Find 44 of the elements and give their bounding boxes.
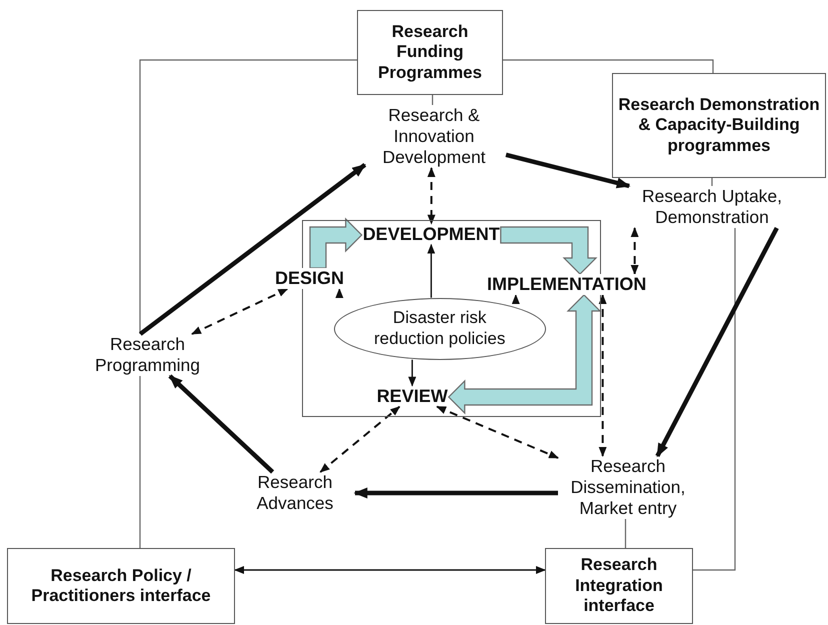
arrow [655,226,779,458]
dashed-arrow [436,406,559,459]
connector-line [139,59,357,334]
arrow [168,374,274,474]
dashed-arrow [427,167,436,225]
block-arrow [309,218,363,269]
activity-label: Research & Innovation Development [362,105,506,168]
arrow [427,244,436,298]
programme-box [357,10,503,95]
arrow [234,566,546,574]
activity-label: Research Advances [235,472,355,514]
arrow [335,288,344,298]
box-label: Research Integration interface [574,555,664,617]
block-arrow [500,226,598,275]
box-label: Research Demonstration & Capacity-Building programmes [617,94,821,156]
box-label: Research Policy / Practitioners interface [30,566,212,606]
interface-box [7,548,235,624]
stage-label: DESIGN [274,268,346,289]
connector-line [693,228,736,571]
policy-ellipse [334,298,546,360]
stage-label: DEVELOPMENT [362,224,501,245]
activity-label: Research Programming [75,334,220,376]
connector-line [432,95,434,105]
stage-label: REVIEW [376,386,449,407]
dashed-arrow [320,406,400,473]
arrow [512,294,520,304]
arrow [354,488,558,498]
box-label: Research Funding Programmes [377,22,483,84]
interface-box [545,548,693,624]
dashed-arrow [630,227,639,275]
programme-box [612,73,826,178]
stage-label: IMPLEMENTATION [486,274,648,295]
dashed-arrow [598,294,607,457]
ellipse-label: Disaster risk reduction policies [373,308,506,350]
activity-label: Research Uptake, Demonstration [622,186,802,228]
block-arrow [448,294,602,414]
connector-line [503,59,714,73]
dashed-arrow [191,288,288,335]
arrow [505,152,631,188]
connector-line [624,519,626,548]
connector-line [139,376,141,548]
activity-label: Research Dissemination, Market entry [558,456,698,519]
arrow [138,163,366,336]
arrow [408,360,416,387]
